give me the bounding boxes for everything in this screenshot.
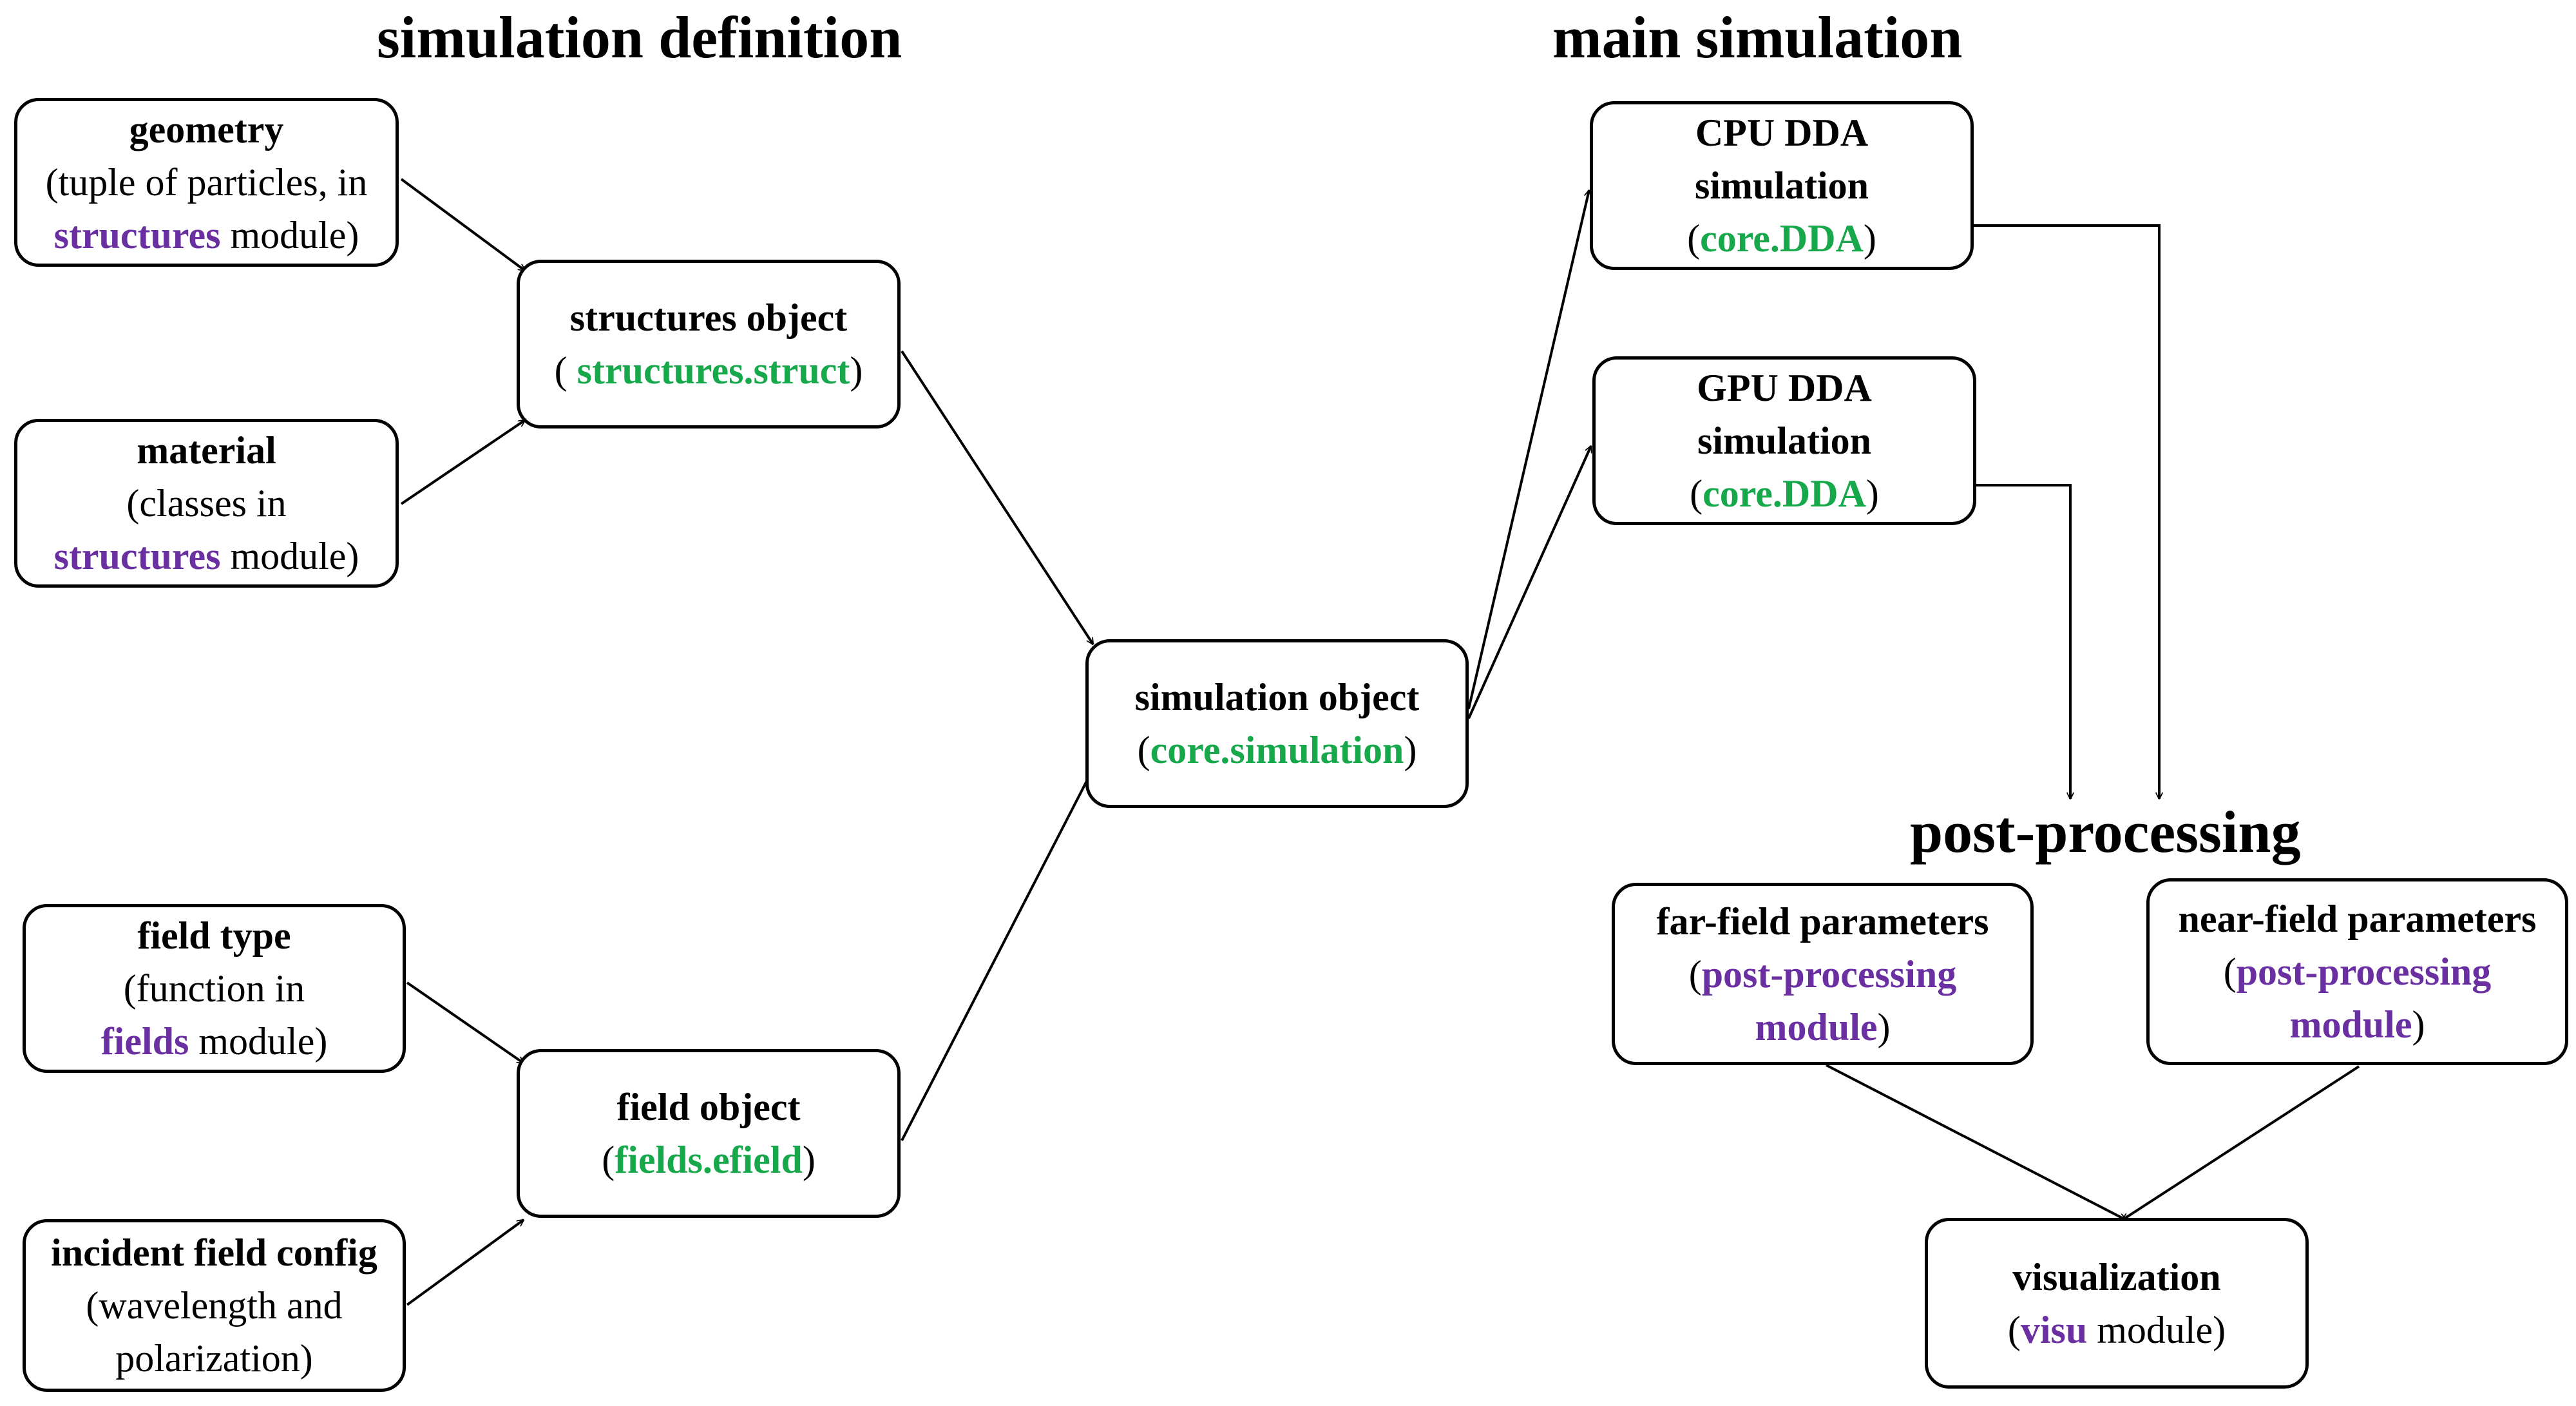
- structures-module-highlight: structures: [53, 535, 221, 577]
- geometry-box: geometry (tuple of particles, in structu…: [14, 98, 399, 267]
- field-type-desc-line2: fields module): [101, 1015, 328, 1068]
- paren-close: ): [850, 349, 863, 392]
- cpu-dda-box: CPU DDA simulation (core.DDA): [1590, 101, 1974, 270]
- cpu-dda-title2: simulation: [1694, 164, 1869, 207]
- paren-close: ): [1863, 217, 1876, 260]
- paren-open: (: [1688, 952, 1702, 996]
- geometry-desc-line2-rest: module): [220, 214, 359, 256]
- arrow-simulation-to-cpu: [1467, 190, 1589, 709]
- module-highlight: module: [2289, 1003, 2412, 1046]
- material-desc-line1: (classes in: [126, 482, 287, 525]
- paren-open: (: [554, 349, 577, 392]
- gpu-dda-title2: simulation: [1697, 419, 1872, 462]
- arrow-incident-to-fieldobj: [406, 1218, 524, 1306]
- structures-object-title: structures object: [569, 296, 848, 339]
- arrow-fieldobj-to-simulation: [901, 762, 1098, 1141]
- cpu-dda-title1: CPU DDA: [1695, 111, 1869, 154]
- visualization-module-line: (visu module): [2008, 1304, 2226, 1356]
- arrow-farfield-to-visu: [1826, 1064, 2126, 1221]
- structures-object-box: structures object ( structures.struct): [517, 260, 901, 429]
- near-field-title: near-field parameters: [2178, 898, 2537, 940]
- arrow-cpu-to-post: [1974, 224, 2159, 799]
- module-suffix: module): [2087, 1308, 2226, 1351]
- near-field-parameters-box: near-field parameters (post-processing m…: [2146, 878, 2568, 1065]
- arrow-geometry-to-structures: [400, 178, 525, 272]
- arrow-material-to-structures: [400, 419, 525, 505]
- paren-close: ): [1404, 729, 1417, 771]
- near-field-module-line1: (post-processing: [2224, 945, 2492, 998]
- field-type-desc-line1: (function in: [123, 967, 305, 1010]
- paren-open: (: [1687, 217, 1701, 260]
- fields-efield-code: fields.efield: [615, 1139, 803, 1181]
- field-object-code-line: (fields.efield): [602, 1133, 816, 1186]
- core-simulation-code: core.simulation: [1150, 729, 1404, 771]
- paren-open: (: [2007, 1308, 2021, 1351]
- post-processing-module-highlight: post-processing: [2236, 950, 2492, 993]
- post-processing-module-highlight: post-processing: [1701, 952, 1957, 996]
- arrow-fieldtype-to-fieldobj: [406, 981, 524, 1064]
- field-type-desc-line2-rest: module): [189, 1020, 328, 1063]
- paren-open: (: [602, 1139, 615, 1181]
- simulation-object-code-line: (core.simulation): [1138, 724, 1417, 776]
- simulation-object-box: simulation object (core.simulation): [1085, 639, 1469, 808]
- paren-close: ): [1865, 472, 1879, 515]
- paren-close: ): [1877, 1005, 1891, 1048]
- gpu-dda-code-line: (core.DDA): [1690, 467, 1879, 520]
- far-field-module-line2: module): [1755, 1001, 1890, 1054]
- structures-object-code-line: ( structures.struct): [555, 344, 863, 397]
- fields-module-highlight: fields: [100, 1020, 189, 1063]
- heading-main-simulation: main simulation: [1552, 5, 1963, 70]
- geometry-desc-line1: (tuple of particles, in: [45, 161, 368, 204]
- structures-struct-code: structures.struct: [577, 349, 850, 392]
- incident-field-config-box: incident field config (wavelength and po…: [23, 1219, 406, 1392]
- incident-desc-line1: (wavelength and: [86, 1284, 343, 1327]
- module-highlight: module: [1755, 1005, 1878, 1048]
- material-box: material (classes in structures module): [14, 419, 399, 588]
- core-dda-code: core.DDA: [1703, 472, 1866, 515]
- paren-open: (: [1690, 472, 1703, 515]
- paren-close: ): [2412, 1003, 2425, 1046]
- heading-simulation-definition: simulation definition: [377, 5, 902, 70]
- heading-post-processing: post-processing: [1910, 799, 2301, 865]
- gpu-dda-title1: GPU DDA: [1697, 367, 1872, 409]
- paren-close: ): [802, 1139, 816, 1181]
- far-field-title: far-field parameters: [1656, 900, 1989, 943]
- far-field-module-line1: (post-processing: [1689, 948, 1957, 1001]
- paren-open: (: [2223, 950, 2237, 993]
- near-field-module-line2: module): [2289, 998, 2425, 1051]
- geometry-desc-line2: structures module): [54, 209, 359, 262]
- incident-field-config-title: incident field config: [51, 1231, 377, 1274]
- arrow-gpu-to-post: [1976, 484, 2070, 799]
- visu-module-highlight: visu: [2020, 1308, 2088, 1351]
- core-dda-code: core.DDA: [1700, 217, 1864, 260]
- field-object-box: field object (fields.efield): [517, 1049, 901, 1218]
- paren-open: (: [1137, 729, 1150, 771]
- arrow-simulation-to-gpu: [1467, 446, 1592, 719]
- cpu-dda-code-line: (core.DDA): [1687, 212, 1876, 265]
- far-field-parameters-box: far-field parameters (post-processing mo…: [1612, 883, 2034, 1065]
- simulation-object-title: simulation object: [1134, 676, 1420, 718]
- visualization-title: visualization: [2012, 1255, 2221, 1298]
- material-desc-line2-rest: module): [220, 535, 359, 577]
- field-type-title: field type: [137, 914, 291, 957]
- arrow-structures-to-simulation: [901, 350, 1094, 644]
- material-title: material: [137, 429, 276, 472]
- gpu-dda-box: GPU DDA simulation (core.DDA): [1592, 356, 1976, 525]
- geometry-title: geometry: [129, 108, 284, 151]
- structures-module-highlight: structures: [53, 214, 221, 256]
- incident-desc-line2: polarization): [115, 1337, 313, 1380]
- field-type-box: field type (function in fields module): [23, 904, 406, 1073]
- arrow-nearfield-to-visu: [2123, 1065, 2360, 1221]
- visualization-box: visualization (visu module): [1925, 1218, 2309, 1389]
- field-object-title: field object: [616, 1086, 801, 1128]
- material-desc-line2: structures module): [54, 530, 359, 583]
